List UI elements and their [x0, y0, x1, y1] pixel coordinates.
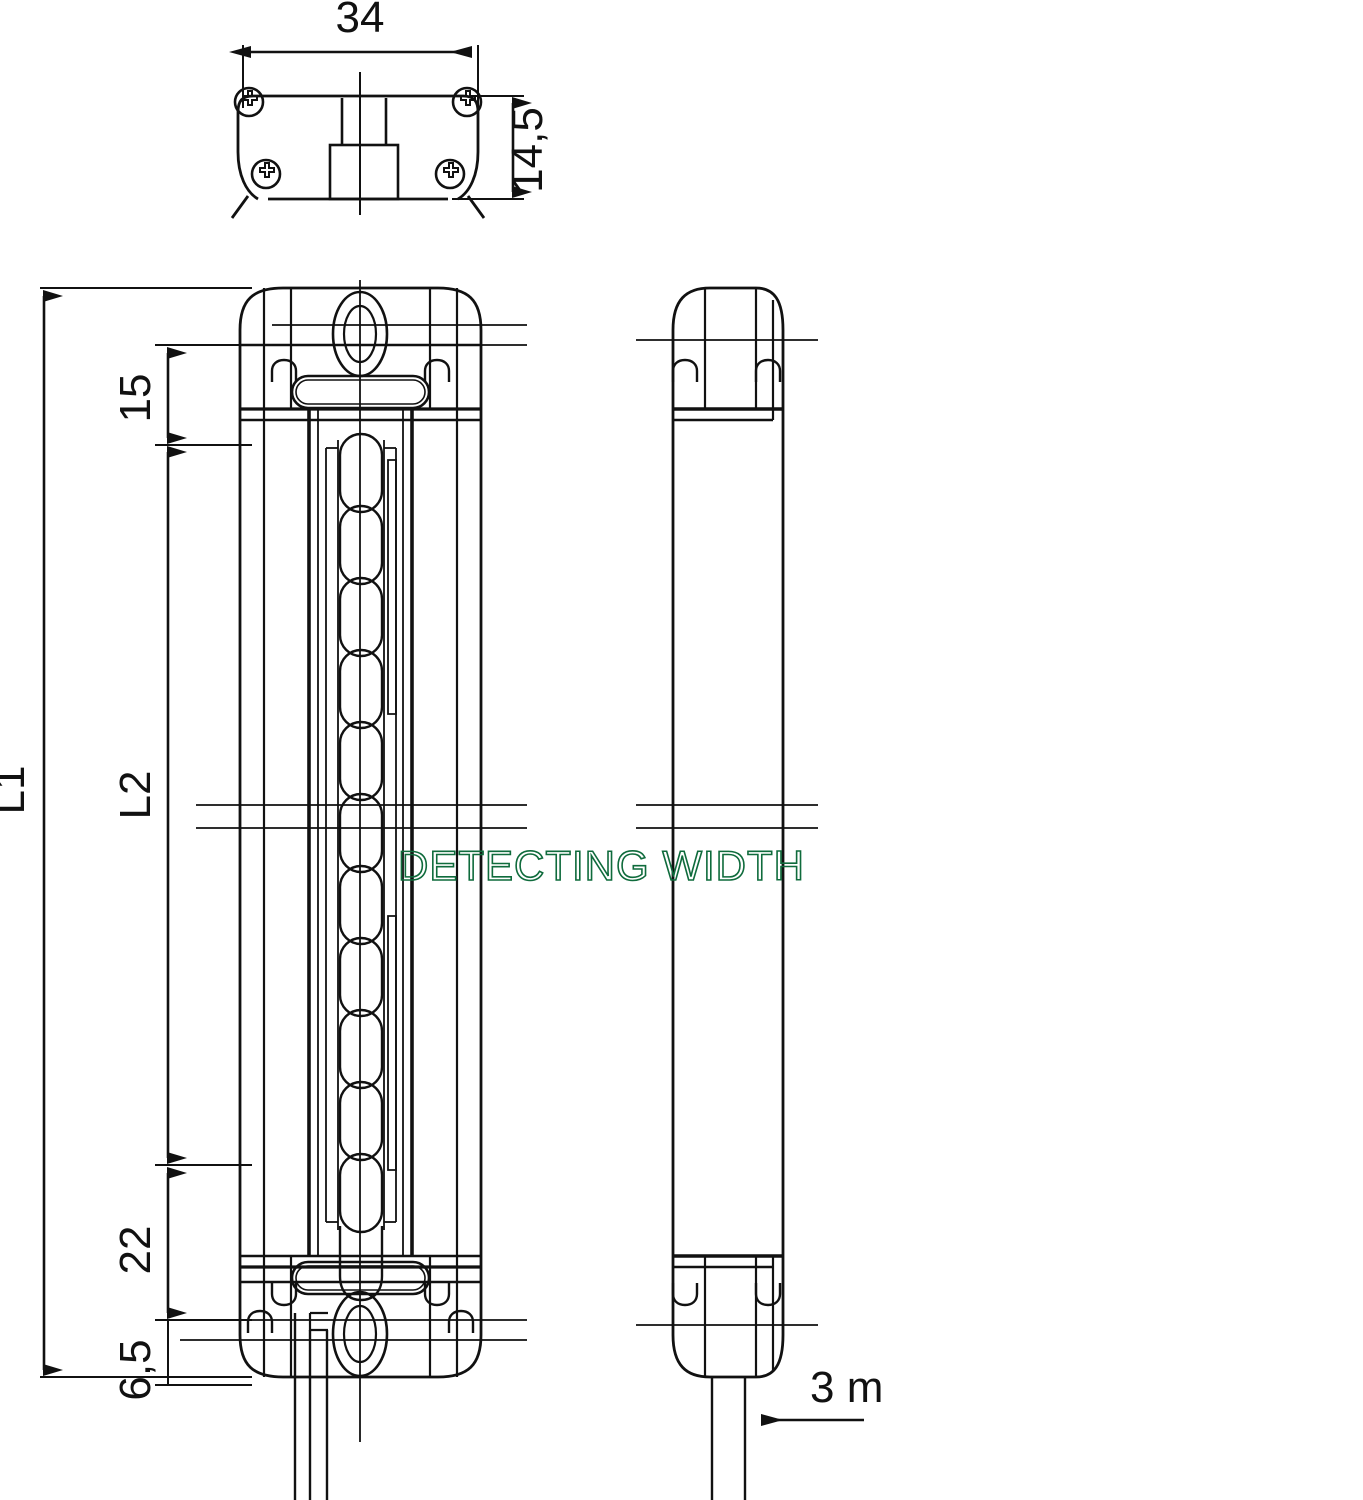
detecting-width-label: DETECTING WIDTH — [398, 842, 805, 889]
dim-22 — [155, 1164, 252, 1321]
screw-icon — [250, 158, 282, 190]
dim-label-15: 15 — [111, 374, 160, 423]
dim-14-5 — [452, 95, 532, 200]
dim-L1 — [40, 287, 252, 1378]
side-view — [636, 286, 864, 1500]
front-cables — [293, 1313, 329, 1500]
top-view — [229, 45, 532, 219]
screw-icon — [434, 158, 466, 190]
dim-6-5 — [155, 1319, 252, 1386]
dim-label-L2: L2 — [111, 771, 160, 820]
front-view — [180, 280, 527, 1500]
dim-label-L1: L1 — [0, 766, 34, 815]
side-cables — [710, 1377, 747, 1500]
lens-segment-stack — [338, 432, 384, 1302]
left-dimension-stack — [40, 287, 252, 1386]
dim-label-3m: 3 m — [810, 1363, 883, 1412]
side-body-lines — [703, 288, 775, 1377]
side-top-endblock — [671, 358, 783, 422]
dim-label-14-5: 14,5 — [503, 107, 552, 193]
side-centerlines — [636, 339, 818, 1326]
screw-icon — [233, 86, 265, 118]
top-view-connector — [328, 98, 400, 201]
side-housing-outline — [671, 286, 785, 1379]
dim-15 — [155, 344, 252, 446]
dim-label-34: 34 — [336, 0, 385, 42]
dim-label-22: 22 — [111, 1226, 160, 1275]
front-lens-window — [307, 409, 414, 1302]
dim-label-6-5: 6,5 — [111, 1339, 160, 1400]
front-centerlines — [180, 280, 527, 1442]
side-bottom-endblock — [671, 1254, 783, 1307]
screw-icon — [451, 86, 483, 118]
